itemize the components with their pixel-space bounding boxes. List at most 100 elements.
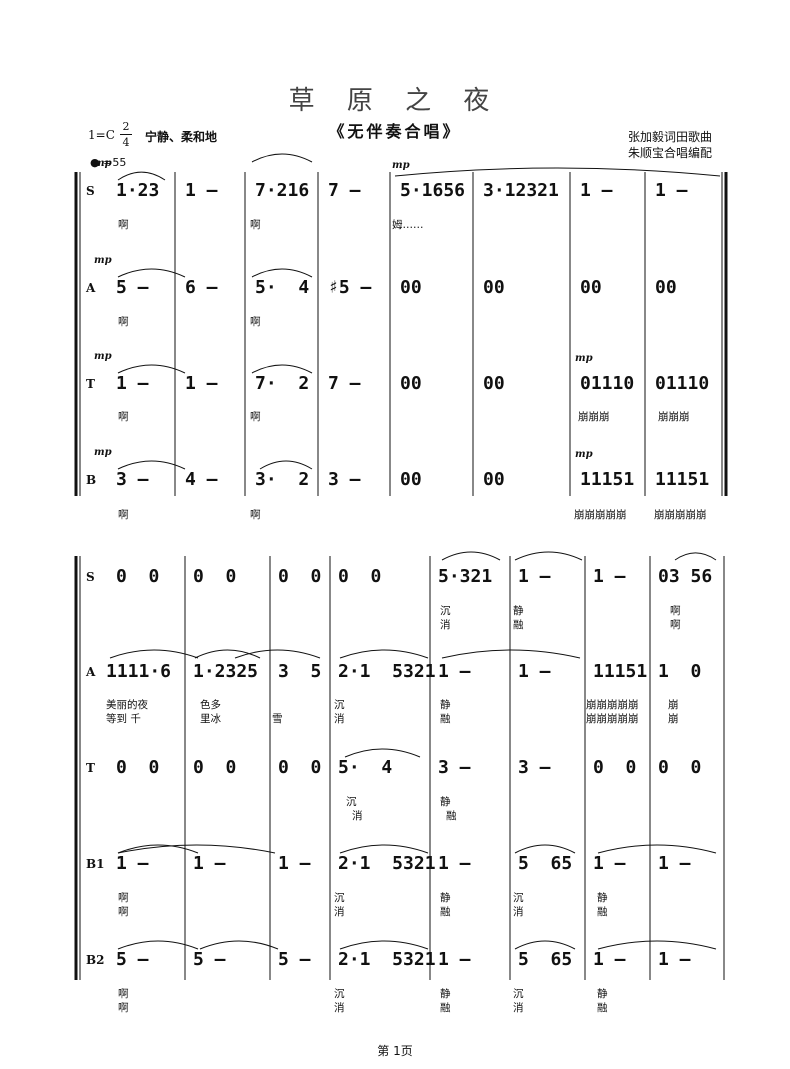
lyric-text: 啊	[118, 988, 129, 1000]
voice-label: B1	[86, 857, 105, 871]
lyric-text: 静	[597, 988, 608, 1000]
lyric-text: 崩	[668, 713, 679, 725]
jianpu-measure: 1 –	[593, 566, 626, 587]
page-number: 第 1页	[377, 1044, 413, 1058]
jianpu-measure: 00	[400, 469, 422, 490]
slur-arc	[339, 940, 429, 950]
lyric-text: 啊	[250, 219, 261, 231]
jianpu-measure: 1 –	[593, 853, 626, 874]
slur-arc	[441, 649, 581, 659]
jianpu-measure: 6 –	[185, 277, 218, 298]
jianpu-measure: 5· 4	[255, 277, 310, 298]
lyric-text: 美丽的夜	[106, 699, 148, 711]
voice-label: A	[86, 281, 96, 295]
lyric-text: 雪	[272, 713, 283, 725]
jianpu-measure: 5 –	[116, 949, 149, 970]
slur-arc	[199, 940, 279, 950]
lyric-text: 崩崩崩	[658, 411, 690, 423]
lyric-text: 消	[334, 1002, 345, 1014]
jianpu-measure: 1 –	[593, 949, 626, 970]
score-subtitle: 《无伴奏合唱》	[328, 122, 462, 141]
slur-arc	[514, 551, 583, 561]
dynamic-mark: mp	[392, 160, 410, 171]
slur-arc	[117, 364, 186, 374]
lyric-text: 里冰	[200, 713, 221, 725]
lyric-text: 静	[440, 699, 451, 711]
time-sig-bottom: 4	[122, 136, 130, 149]
jianpu-measure: 1 0	[658, 661, 702, 682]
lyric-text: 啊	[250, 509, 261, 521]
slur-arc	[251, 268, 313, 278]
lyric-text: 消	[352, 810, 363, 822]
jianpu-measure: 1 –	[116, 373, 149, 394]
jianpu-measure: ♯5 –	[328, 277, 372, 298]
voice-label: B2	[86, 953, 105, 967]
slur-arc	[234, 649, 321, 659]
lyric-text: 静	[513, 605, 524, 617]
key-signature: 1=C	[88, 128, 115, 142]
lyric-text: 静	[440, 988, 451, 1000]
lyric-text: 啊	[118, 892, 129, 904]
jianpu-measure: 0 0	[193, 566, 237, 587]
lyric-text: 静	[440, 796, 451, 808]
slur-arc	[251, 153, 313, 163]
lyric-text: 啊	[118, 906, 129, 918]
slur-arc	[117, 460, 186, 470]
jianpu-measure: 1 –	[438, 853, 471, 874]
voice-label: B	[86, 473, 97, 487]
slur-arc	[117, 844, 276, 854]
lyric-text: 崩崩崩崩崩	[586, 713, 639, 725]
jianpu-measure: 1 –	[116, 853, 149, 874]
dynamic-mark: mp	[94, 255, 112, 266]
lyric-text: 啊	[118, 509, 129, 521]
lyric-text: 啊	[118, 411, 129, 423]
composer-credit: 张加毅词田歌曲	[628, 130, 713, 144]
time-signature: 2 4	[120, 120, 132, 149]
time-sig-top: 2	[122, 120, 130, 133]
dynamic-mark: mp	[575, 353, 593, 364]
jianpu-measure: 1 –	[185, 373, 218, 394]
jianpu-measure: 3 –	[518, 757, 551, 778]
jianpu-measure: 00	[400, 277, 422, 298]
lyric-text: 融	[440, 1002, 451, 1014]
jianpu-measure: 3· 2	[255, 469, 310, 490]
jianpu-measure: 1 –	[658, 853, 691, 874]
jianpu-measure: 7 –	[328, 180, 361, 201]
lyric-text: 沉	[513, 892, 524, 904]
jianpu-measure: 3 –	[438, 757, 471, 778]
lyric-text: 崩崩崩崩崩	[574, 509, 627, 521]
jianpu-measure: 1 –	[438, 661, 471, 682]
jianpu-measure: 0 0	[658, 757, 702, 778]
voice-label: S	[86, 570, 95, 584]
lyric-text: 消	[513, 1002, 524, 1014]
jianpu-measure: 0 0	[116, 757, 160, 778]
jianpu-measure: 5 –	[116, 277, 149, 298]
lyric-text: 啊	[250, 316, 261, 328]
slur-arc	[339, 649, 429, 659]
lyric-text: 融	[597, 906, 608, 918]
lyric-text: 静	[440, 892, 451, 904]
voice-label: S	[86, 184, 95, 198]
jianpu-measure: 00	[483, 373, 505, 394]
jianpu-measure: 0 0	[593, 757, 637, 778]
slur-arc	[194, 649, 261, 659]
jianpu-measure: 5 65	[518, 853, 573, 874]
jianpu-measure: 5·321	[438, 566, 493, 587]
slur-arc	[674, 552, 717, 561]
metronome-mark: ● =55	[90, 156, 126, 169]
lyric-text: 沉	[334, 988, 345, 1000]
lyric-text: 啊	[670, 605, 681, 617]
jianpu-measure: 5·1656	[400, 180, 466, 201]
voice-label: T	[86, 761, 95, 775]
lyric-text: 静	[597, 892, 608, 904]
slur-arc	[339, 844, 429, 854]
jianpu-measure: 7·216	[255, 180, 310, 201]
jianpu-measure: 2·1 5321	[338, 853, 436, 874]
jianpu-measure: 1 –	[580, 180, 613, 201]
jianpu-measure: 00	[580, 277, 602, 298]
time-sig-line	[120, 134, 132, 135]
slur-arc	[394, 167, 721, 177]
lyric-text: 消	[334, 906, 345, 918]
jianpu-measure: 00	[483, 277, 505, 298]
voice-label: A	[86, 665, 96, 679]
